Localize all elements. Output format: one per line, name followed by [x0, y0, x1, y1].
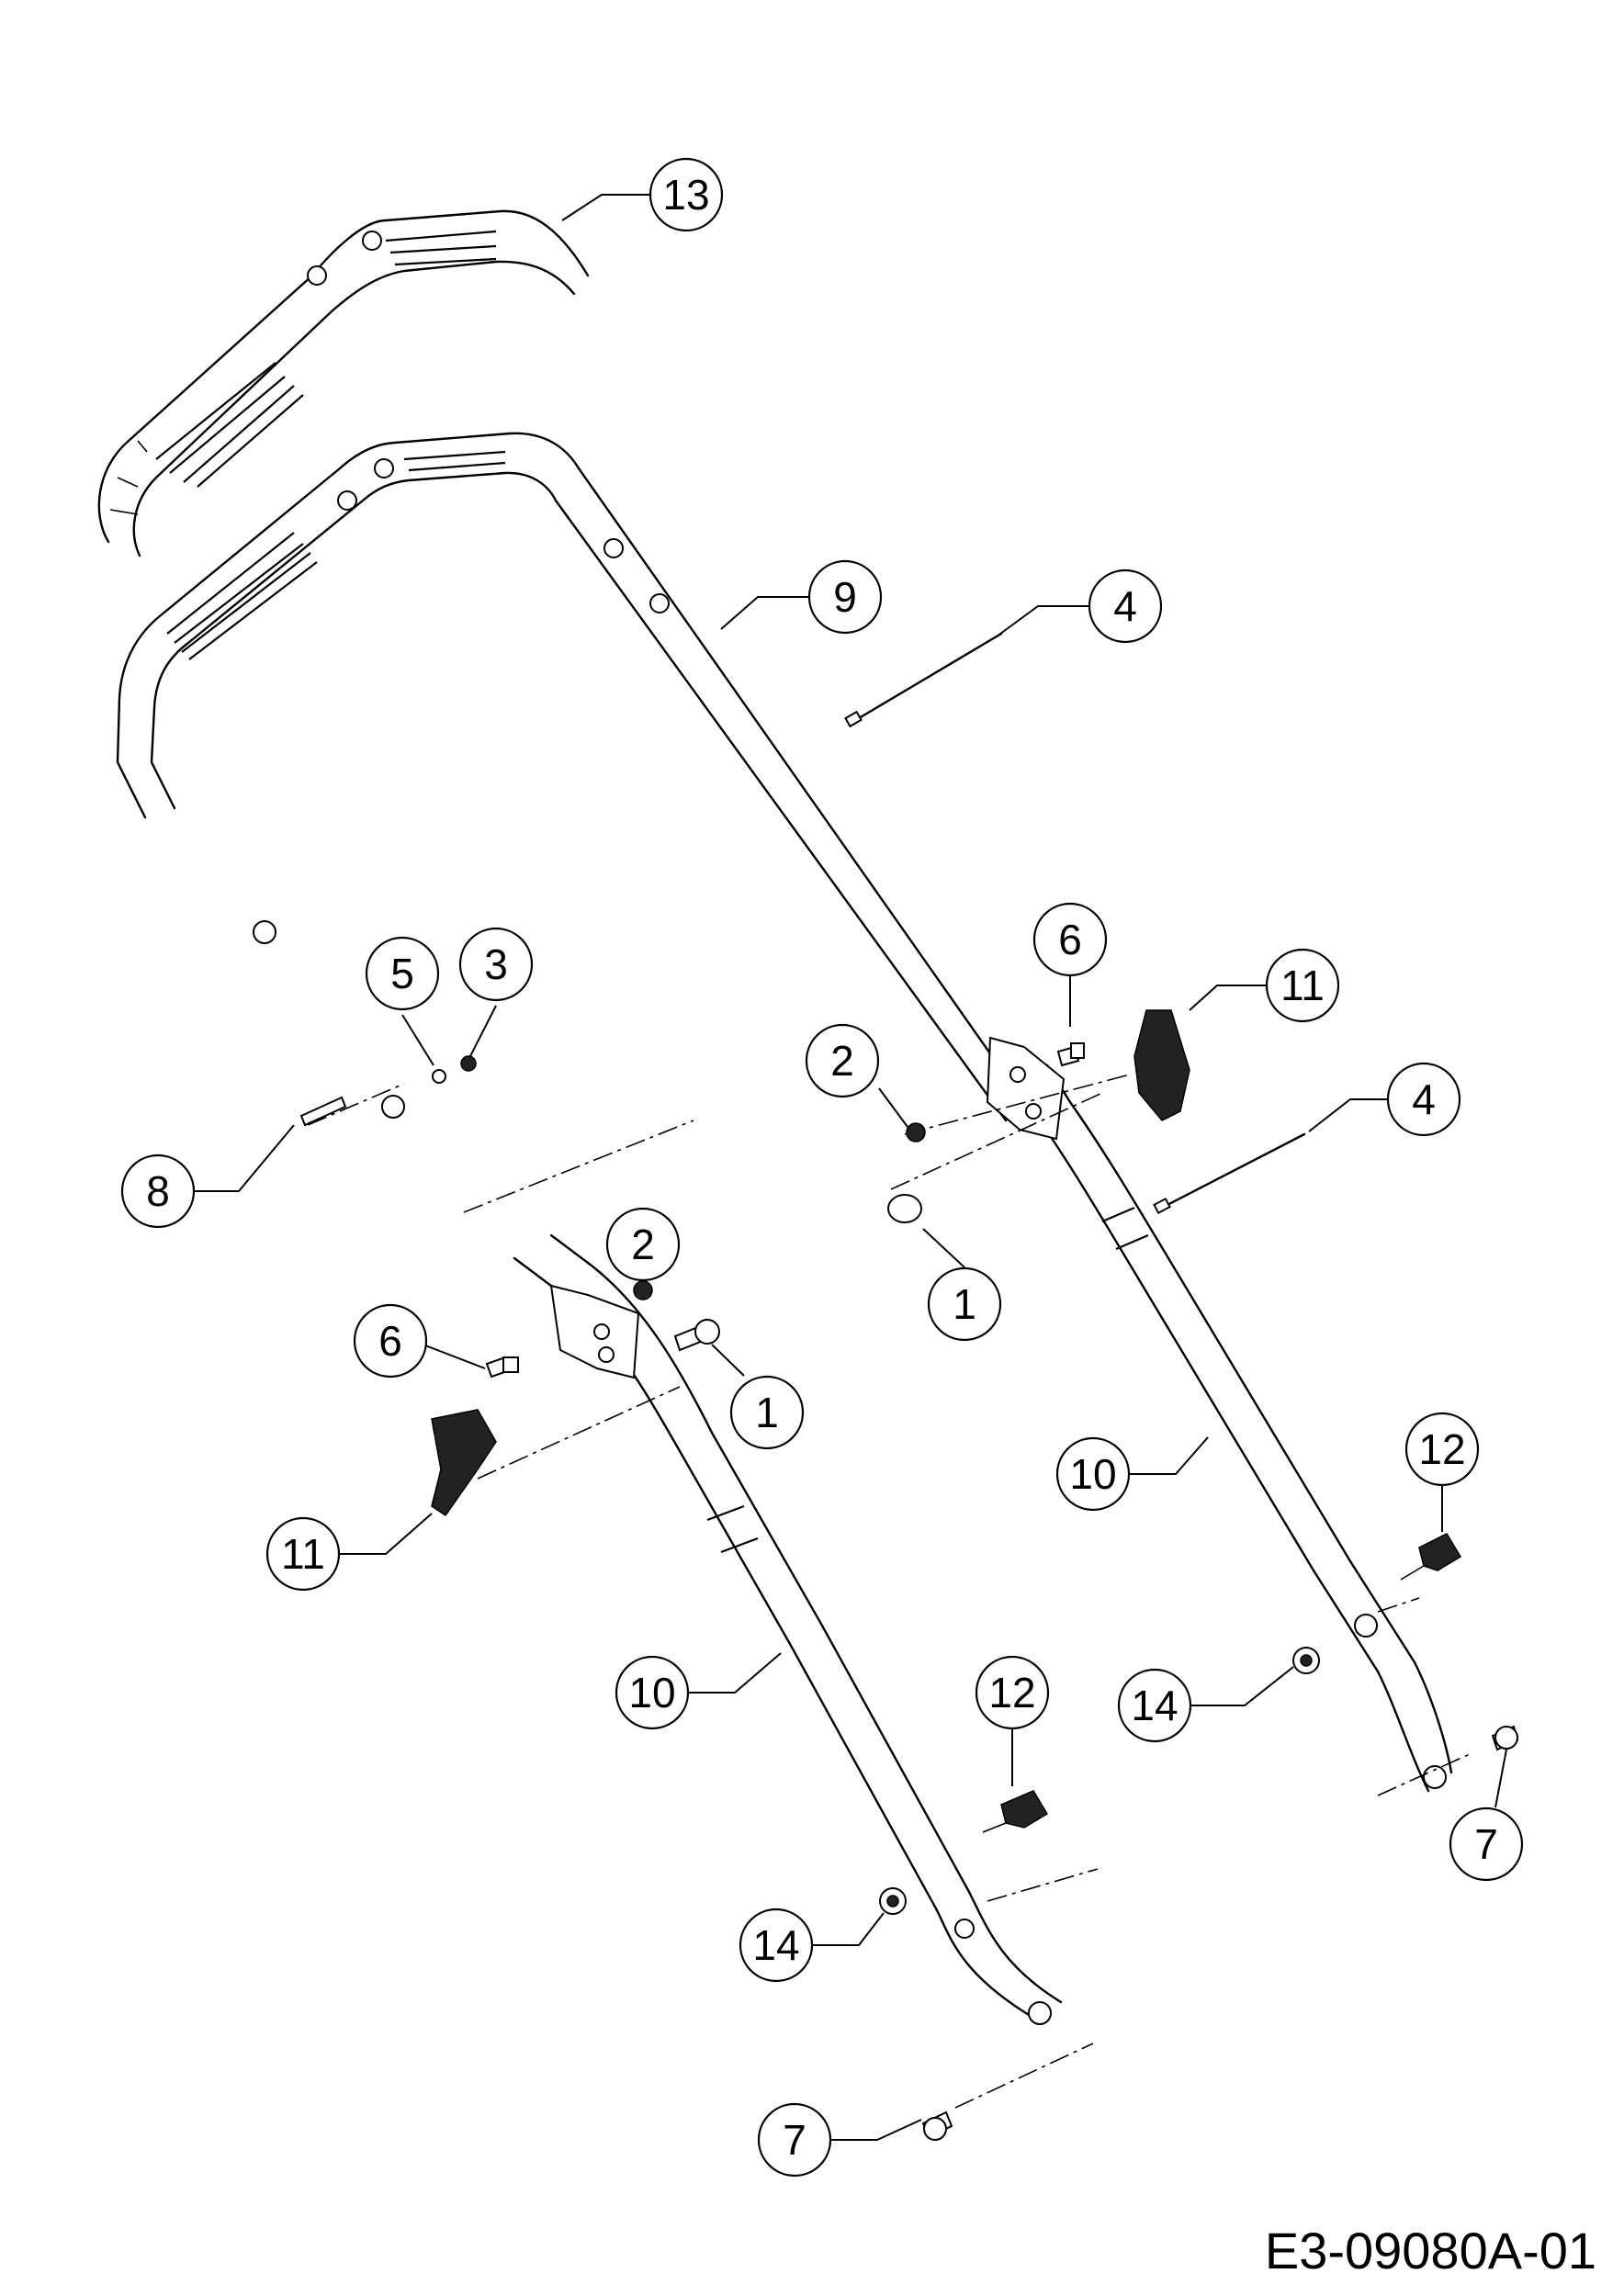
- callout-5: 5: [365, 936, 440, 1011]
- svg-text:4: 4: [1412, 1075, 1436, 1123]
- right-pivot-bracket: [986, 1036, 1066, 1141]
- callout-2-right: 2: [805, 1023, 880, 1098]
- svg-text:10: 10: [1069, 1450, 1116, 1498]
- svg-text:6: 6: [1058, 916, 1082, 963]
- svg-text:9: 9: [833, 573, 857, 621]
- callout-1-right: 1: [927, 1266, 1002, 1342]
- callout-10-right: 10: [1055, 1436, 1131, 1512]
- drawing-code: E3-09080A-01: [1265, 2222, 1596, 2279]
- left-pivot-bracket: [549, 1284, 640, 1379]
- callout-14-right: 14: [1117, 1668, 1192, 1743]
- svg-text:5: 5: [390, 950, 414, 997]
- callout-12-right: 12: [1404, 1412, 1480, 1487]
- svg-text:1: 1: [755, 1389, 779, 1436]
- svg-text:2: 2: [631, 1221, 655, 1268]
- callout-12-left: 12: [975, 1655, 1050, 1730]
- callout-7-left: 7: [757, 2102, 832, 2178]
- svg-text:14: 14: [1131, 1682, 1178, 1729]
- svg-text:3: 3: [484, 940, 508, 988]
- svg-text:2: 2: [830, 1037, 854, 1085]
- callout-4-lower: 4: [1386, 1062, 1461, 1137]
- upper-handle-part: [116, 432, 1008, 1122]
- cable-tie-part-2: [1160, 1132, 1306, 1210]
- svg-text:11: 11: [1280, 962, 1325, 1009]
- hardware-parts: [299, 632, 1519, 2141]
- handle-grip-part: [97, 209, 590, 557]
- callout-13: 13: [648, 157, 724, 232]
- svg-text:7: 7: [783, 2116, 806, 2164]
- callout-11-right: 11: [1265, 948, 1340, 1023]
- callout-3: 3: [458, 927, 534, 1002]
- svg-text:12: 12: [988, 1669, 1035, 1716]
- callout-10-left: 10: [615, 1655, 690, 1730]
- svg-text:8: 8: [146, 1167, 170, 1215]
- svg-text:12: 12: [1418, 1425, 1465, 1473]
- assembly-axis-lines: [307, 1074, 1471, 2109]
- callout-9: 9: [807, 559, 883, 635]
- svg-text:13: 13: [662, 171, 709, 219]
- callout-1-left: 1: [729, 1375, 805, 1450]
- svg-text:14: 14: [752, 1921, 799, 1969]
- cable-tie-part: [852, 632, 1003, 723]
- svg-text:10: 10: [628, 1669, 675, 1716]
- callout-14-left: 14: [739, 1908, 814, 1983]
- callout-8: 8: [120, 1154, 196, 1229]
- callout-2-left: 2: [605, 1207, 681, 1282]
- svg-text:4: 4: [1113, 582, 1137, 630]
- leader-lines: [184, 194, 1507, 2141]
- lower-handle-right-part: [1009, 1064, 1453, 1793]
- svg-text:7: 7: [1474, 1820, 1498, 1868]
- svg-text:1: 1: [953, 1280, 976, 1328]
- svg-text:11: 11: [281, 1530, 325, 1578]
- svg-text:6: 6: [378, 1317, 402, 1365]
- callout-4-upper: 4: [1088, 568, 1163, 644]
- callout-11-left: 11: [265, 1516, 341, 1592]
- callout-7-right: 7: [1449, 1806, 1524, 1882]
- callout-6-right: 6: [1032, 902, 1108, 977]
- callout-6-left: 6: [353, 1303, 428, 1379]
